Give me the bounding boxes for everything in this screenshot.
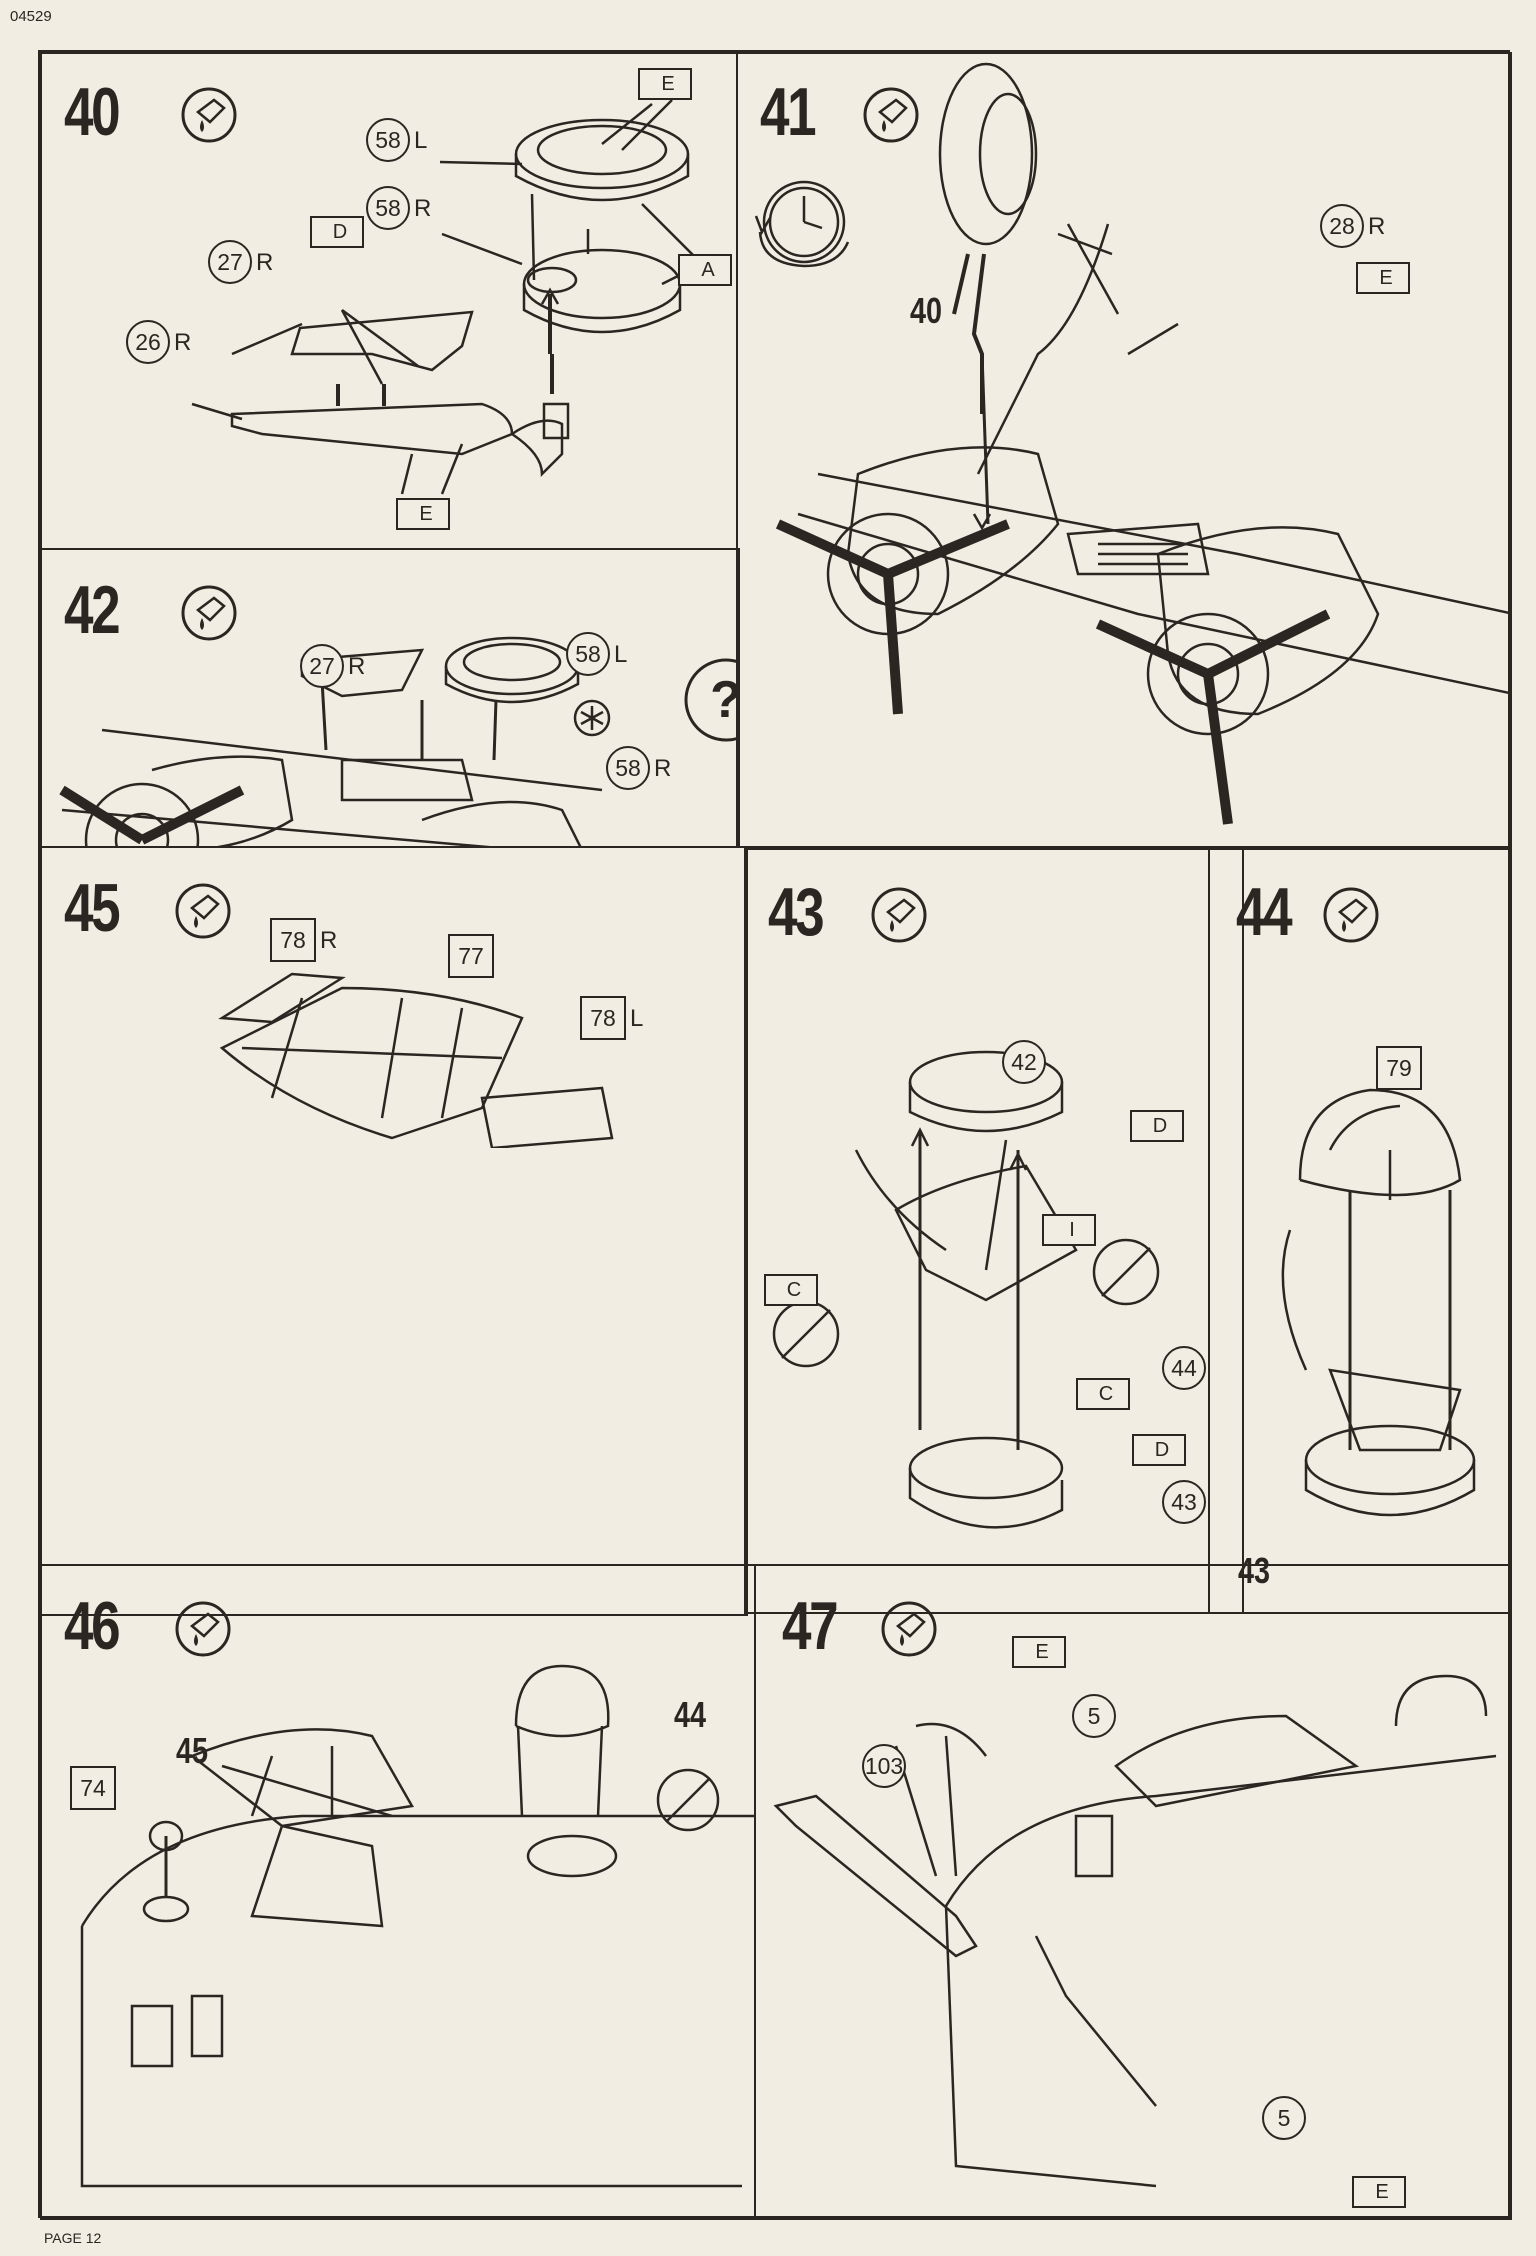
sprue-e-callout: E: [1012, 1636, 1066, 1668]
step-43-drawing: [772, 1050, 1160, 1529]
part-74-callout: 74: [70, 1766, 116, 1810]
step-45-drawing: [218, 972, 614, 1148]
step-number: 47: [782, 1588, 839, 1664]
sprue-e-callout: E: [638, 68, 692, 100]
glue-bottle-icon: [181, 87, 237, 143]
part-43-callout: 43: [1162, 1480, 1206, 1524]
step-47-panel: 47 103 E 5 5 E: [754, 1564, 1512, 2220]
part-79-callout: 79: [1376, 1046, 1422, 1090]
part-5-callout: 5: [1072, 1694, 1116, 1738]
asterisk-icon: [573, 699, 611, 737]
page-number: PAGE 12: [44, 2230, 102, 2246]
sprue-i-callout: I: [1042, 1214, 1096, 1246]
step-44-drawing: [1281, 1088, 1476, 1517]
step-42-drawing: [59, 636, 603, 846]
glue-bottle-icon: [181, 585, 237, 641]
sprue-c-callout: C: [1076, 1378, 1130, 1410]
sprue-e-callout: E: [1352, 2176, 1406, 2208]
part-77-callout: 77: [448, 934, 494, 978]
step-number: 43: [768, 874, 825, 950]
step-number: 45: [64, 870, 121, 946]
step-46-panel: 46 44 45 74: [40, 1564, 756, 2220]
part-45-label: 45: [176, 1730, 209, 1771]
step-number: 40: [64, 74, 121, 150]
step-47-drawing: [773, 1674, 1497, 2188]
step-number: 44: [1236, 874, 1293, 950]
step-46-drawing: [80, 1664, 754, 2188]
step-43-panel: 43 42 D I C C 44 D 43: [744, 848, 1244, 1614]
sprue-d-callout: D: [1130, 1110, 1184, 1142]
document-code: 04529: [10, 8, 52, 25]
sprue-d-callout: D: [1132, 1434, 1186, 1466]
sprue-d-callout: D: [310, 216, 364, 248]
question-mark: ?: [710, 671, 740, 729]
glue-bottle-icon: [1323, 887, 1379, 943]
sprue-a-callout: A: [678, 254, 732, 286]
clock-rotate-icon: [754, 180, 850, 268]
glue-bottle-icon: [175, 883, 231, 939]
step-number: 42: [64, 572, 121, 648]
part-42-callout: 42: [1002, 1040, 1046, 1084]
part-5-callout: 5: [1262, 2096, 1306, 2140]
glue-bottle-icon: [881, 1601, 937, 1657]
sprue-e-callout: E: [396, 498, 450, 530]
glue-bottle-icon: [871, 887, 927, 943]
glue-bottle-icon: [863, 87, 919, 143]
part-43-label: 43: [1238, 1550, 1271, 1591]
sprue-c-callout: C: [764, 1274, 818, 1306]
step-44-panel: 44 79 43: [1208, 848, 1512, 1614]
question-bubble-icon: ?: [676, 650, 740, 750]
step-number: 41: [760, 74, 817, 150]
part-40-label: 40: [910, 290, 943, 331]
part-103-callout: 103: [862, 1744, 906, 1788]
glue-bottle-icon: [175, 1601, 231, 1657]
part-44-label: 44: [674, 1694, 707, 1735]
part-44-callout: 44: [1162, 1346, 1206, 1390]
step-number: 46: [64, 1588, 121, 1664]
step-41-drawing: [775, 62, 1510, 825]
sprue-e-callout: E: [1356, 262, 1410, 294]
